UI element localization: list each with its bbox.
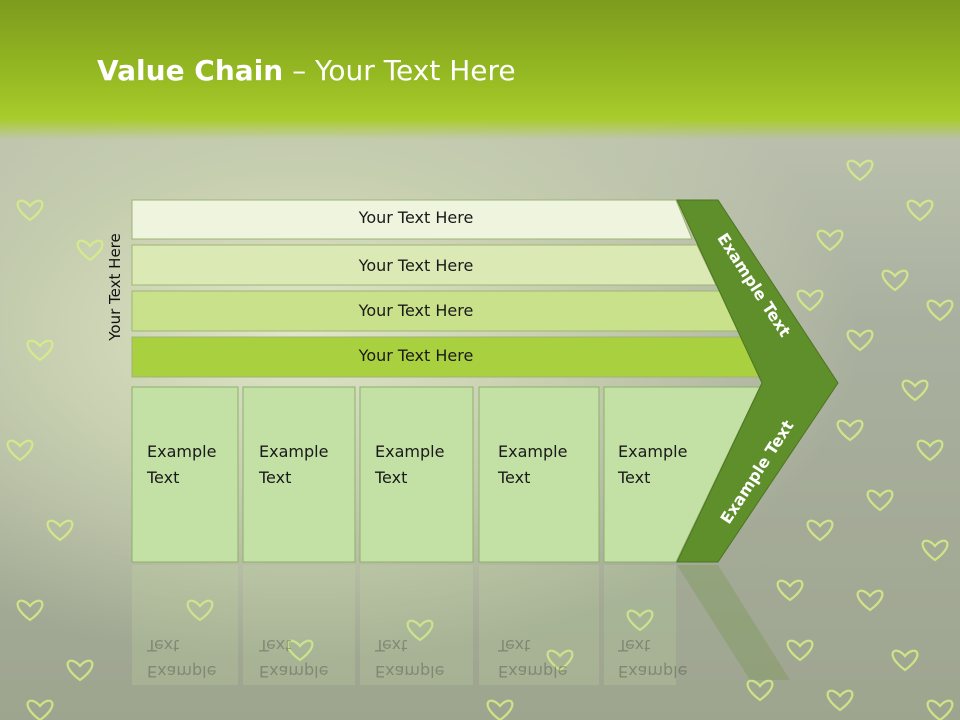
box-2 bbox=[242, 386, 356, 563]
slide-title: Value Chain – Your Text Here bbox=[97, 54, 516, 87]
chevron-arrow bbox=[676, 199, 839, 563]
box-label-2-reflection: Example Text bbox=[259, 632, 359, 684]
box-5-reflection bbox=[604, 565, 676, 685]
box-1-line-1: Example bbox=[147, 442, 217, 461]
box-4-line-2: Text bbox=[498, 468, 531, 487]
box-1-reflection-line-1: Example bbox=[147, 662, 217, 681]
box-2-reflection bbox=[243, 565, 355, 685]
box-4-reflection bbox=[479, 565, 599, 685]
box-3-reflection bbox=[360, 565, 473, 685]
box-5-line-2: Text bbox=[618, 468, 651, 487]
title-bold: Value Chain bbox=[97, 54, 284, 87]
row-label-2: Your Text Here bbox=[358, 256, 474, 275]
box-label-4-reflection: Example Text bbox=[498, 632, 598, 684]
box-2-reflection-line-1: Example bbox=[259, 662, 329, 681]
row-label-4: Your Text Here bbox=[358, 346, 474, 365]
box-4-reflection-line-1: Example bbox=[498, 662, 568, 681]
box-3-reflection-line-2: Text bbox=[375, 636, 408, 655]
box-4 bbox=[478, 386, 600, 563]
row-label-1: Your Text Here bbox=[358, 208, 474, 227]
box-1 bbox=[131, 386, 239, 563]
box-2-line-2: Text bbox=[259, 468, 292, 487]
box-label-3-reflection: Example Text bbox=[375, 632, 475, 684]
box-4-line-1: Example bbox=[498, 442, 568, 461]
box-1-reflection bbox=[132, 565, 238, 685]
box-1-reflection-line-2: Text bbox=[147, 636, 180, 655]
box-5 bbox=[603, 386, 761, 563]
title-rest: – Your Text Here bbox=[283, 54, 516, 87]
box-5-reflection-line-1: Example bbox=[618, 662, 688, 681]
box-4-reflection-line-2: Text bbox=[498, 636, 531, 655]
chevron-reflection bbox=[677, 565, 790, 680]
row-label-3: Your Text Here bbox=[358, 301, 474, 320]
box-3-line-2: Text bbox=[375, 468, 408, 487]
box-label-5-reflection: Example Text bbox=[618, 632, 718, 684]
box-3-line-1: Example bbox=[375, 442, 445, 461]
box-1-line-2: Text bbox=[147, 468, 180, 487]
box-2-line-1: Example bbox=[259, 442, 329, 461]
box-5-reflection-line-2: Text bbox=[618, 636, 651, 655]
box-5-line-1: Example bbox=[618, 442, 688, 461]
box-3 bbox=[359, 386, 474, 563]
box-2-reflection-line-2: Text bbox=[259, 636, 292, 655]
row-bar-1 bbox=[131, 199, 693, 240]
header-band bbox=[0, 0, 960, 140]
box-label-1-reflection: Example Text bbox=[147, 632, 247, 684]
box-3-reflection-line-1: Example bbox=[375, 662, 445, 681]
